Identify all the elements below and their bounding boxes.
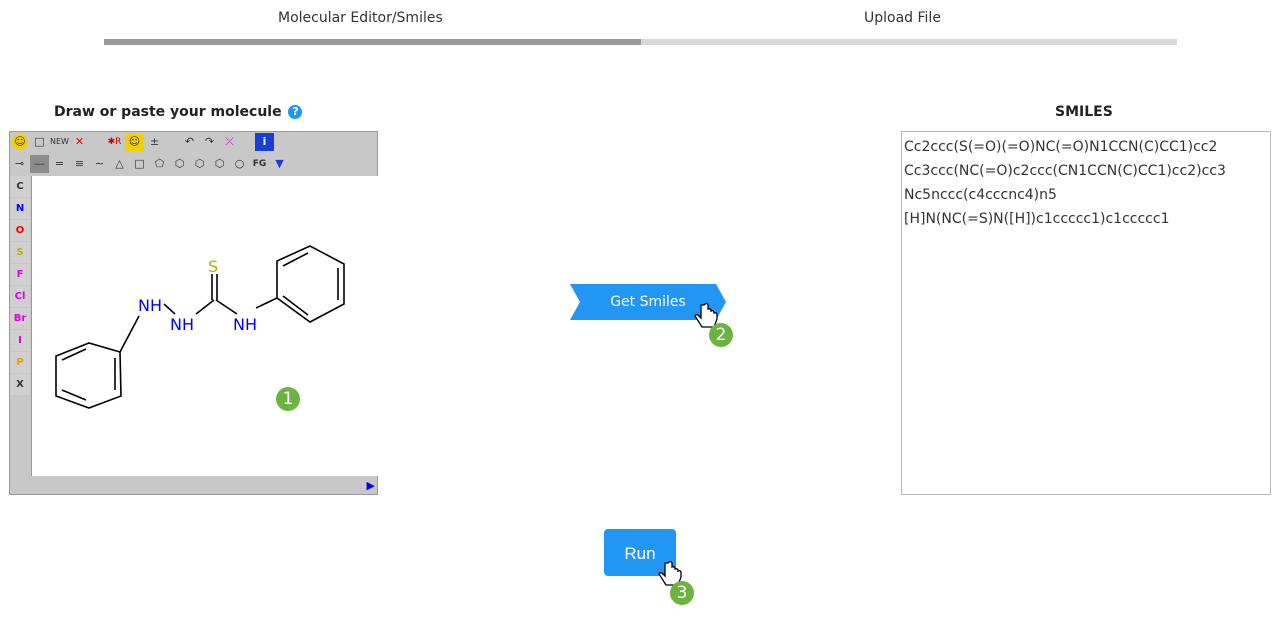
triple-bond-icon[interactable]: ≡ <box>74 157 85 170</box>
editor-title-text: Draw or paste your molecule <box>54 104 282 120</box>
atom-cl-button[interactable]: Cl <box>10 286 30 307</box>
editor-toolbar-bonds: ⊸ — = ≡ ∼ △ □ ⬠ ⬡ ⬡ ⬡ ○ FG ▼ <box>10 153 377 175</box>
tab-bar: Molecular Editor/Smiles Upload File <box>0 0 1280 50</box>
smiley-query-icon[interactable]: ☺ <box>125 133 144 151</box>
redo-icon[interactable]: ↷ <box>204 135 215 148</box>
atom-x-button[interactable]: X <box>10 374 30 395</box>
double-bond-icon[interactable]: = <box>54 157 65 170</box>
tab-progress-track <box>104 39 1177 45</box>
ring4-icon[interactable]: □ <box>134 157 145 170</box>
run-button[interactable]: Run <box>604 529 676 576</box>
get-smiles-label: Get Smiles <box>610 294 686 310</box>
undo-icon[interactable]: ↶ <box>184 135 195 148</box>
clear-rect-icon[interactable]: □ <box>34 135 45 148</box>
editor-title: Draw or paste your molecule ? <box>54 104 303 120</box>
atom-br-button[interactable]: Br <box>10 308 30 329</box>
atom-palette: C N O S F Cl Br I P X <box>10 176 30 396</box>
smiles-textarea[interactable]: Cc2ccc(S(=O)(=O)NC(=O)N1CCN(C)CC1)cc2 Cc… <box>901 131 1271 495</box>
delete-group-icon[interactable]: ⤫ <box>225 135 234 148</box>
aromatic-bond <box>282 295 309 316</box>
editor-scrollbar[interactable]: ▶ <box>31 476 377 494</box>
atom-i-button[interactable]: I <box>10 330 30 351</box>
bond <box>163 303 176 315</box>
bond <box>255 297 278 309</box>
atom-n-button[interactable]: N <box>10 198 30 219</box>
tab-molecular-editor[interactable]: Molecular Editor/Smiles <box>278 10 443 26</box>
ring7-icon[interactable]: ⬡ <box>214 157 225 170</box>
scroll-right-icon[interactable]: ▶ <box>366 479 375 492</box>
atom-c-button[interactable]: C <box>10 176 30 197</box>
r-group-icon[interactable]: ✱R <box>107 137 122 147</box>
functional-group-button[interactable]: FG <box>252 159 267 169</box>
chain-icon[interactable]: ∼ <box>94 157 105 170</box>
molecule-editor: ☺ □ NEW ✕ ✱R ☺ ± ↶ ↷ ⤫ i ⊸ — = ≡ ∼ △ □ ⬠… <box>9 131 378 495</box>
step-3-badge: 3 <box>670 581 694 605</box>
nh-label: NH <box>170 315 194 334</box>
hand-cursor-icon <box>658 560 682 586</box>
smiles-line: Cc3ccc(NC(=O)c2ccc(CN1CCN(C)CC1)cc2)cc3 <box>904 163 1226 179</box>
ring6-icon[interactable]: ⬡ <box>194 157 205 170</box>
bond <box>195 299 215 315</box>
atom-f-button[interactable]: F <box>10 264 30 285</box>
bond-stereo-icon[interactable]: ⊸ <box>14 157 25 170</box>
editor-canvas[interactable]: NH NH NH S <box>31 176 378 476</box>
bond <box>119 315 140 353</box>
tab-progress-fill <box>104 39 641 45</box>
toolbar-spacer <box>165 133 179 151</box>
bond <box>215 299 238 315</box>
new-button[interactable]: NEW <box>50 137 69 146</box>
question-circle-icon[interactable]: ? <box>288 105 303 119</box>
smiles-line: Nc5nccc(c4cccnc4)n5 <box>904 187 1057 203</box>
toolbar-spacer <box>240 133 254 151</box>
smiles-line: [H]N(NC(=S)N([H])c1ccccc1)c1ccccc1 <box>904 211 1170 227</box>
info-icon[interactable]: i <box>255 133 274 151</box>
right-benzene-ring <box>276 245 345 323</box>
atom-o-button[interactable]: O <box>10 220 30 241</box>
toolbar-spacer <box>90 133 104 151</box>
aromatic-bond <box>61 348 87 361</box>
charge-icon[interactable]: ± <box>149 135 160 148</box>
nh-label: NH <box>233 315 257 334</box>
step-1-badge: 1 <box>276 387 300 411</box>
smiley-icon[interactable]: ☺ <box>12 134 28 150</box>
editor-toolbar-top: ☺ □ NEW ✕ ✱R ☺ ± ↶ ↷ ⤫ i <box>10 132 377 152</box>
nh-label: NH <box>138 296 162 315</box>
get-smiles-button[interactable]: Get Smiles <box>570 284 726 320</box>
atom-s-button[interactable]: S <box>10 242 30 263</box>
molecule-drawing: NH NH NH S <box>55 245 345 409</box>
get-smiles-button-shape <box>570 284 726 320</box>
single-bond-icon[interactable]: — <box>30 155 49 173</box>
aromatic-bond <box>282 252 309 267</box>
aromatic-bond <box>61 389 87 401</box>
step-2-badge: 2 <box>709 323 733 347</box>
delete-icon[interactable]: ✕ <box>74 135 85 148</box>
template-menu-icon[interactable]: ▼ <box>275 157 284 170</box>
sulfur-label: S <box>208 257 218 276</box>
smiles-title: SMILES <box>1055 104 1113 120</box>
ring8-icon[interactable]: ○ <box>234 157 245 170</box>
ring5-icon[interactable]: ⬠ <box>154 157 165 170</box>
hand-cursor-icon <box>694 302 718 328</box>
left-benzene-ring <box>55 342 122 409</box>
benzene-icon[interactable]: ⬡ <box>174 157 185 170</box>
atom-p-button[interactable]: P <box>10 352 30 373</box>
tab-upload-file[interactable]: Upload File <box>864 10 941 26</box>
ring3-icon[interactable]: △ <box>115 157 124 170</box>
smiles-line: Cc2ccc(S(=O)(=O)NC(=O)N1CCN(C)CC1)cc2 <box>904 139 1218 155</box>
